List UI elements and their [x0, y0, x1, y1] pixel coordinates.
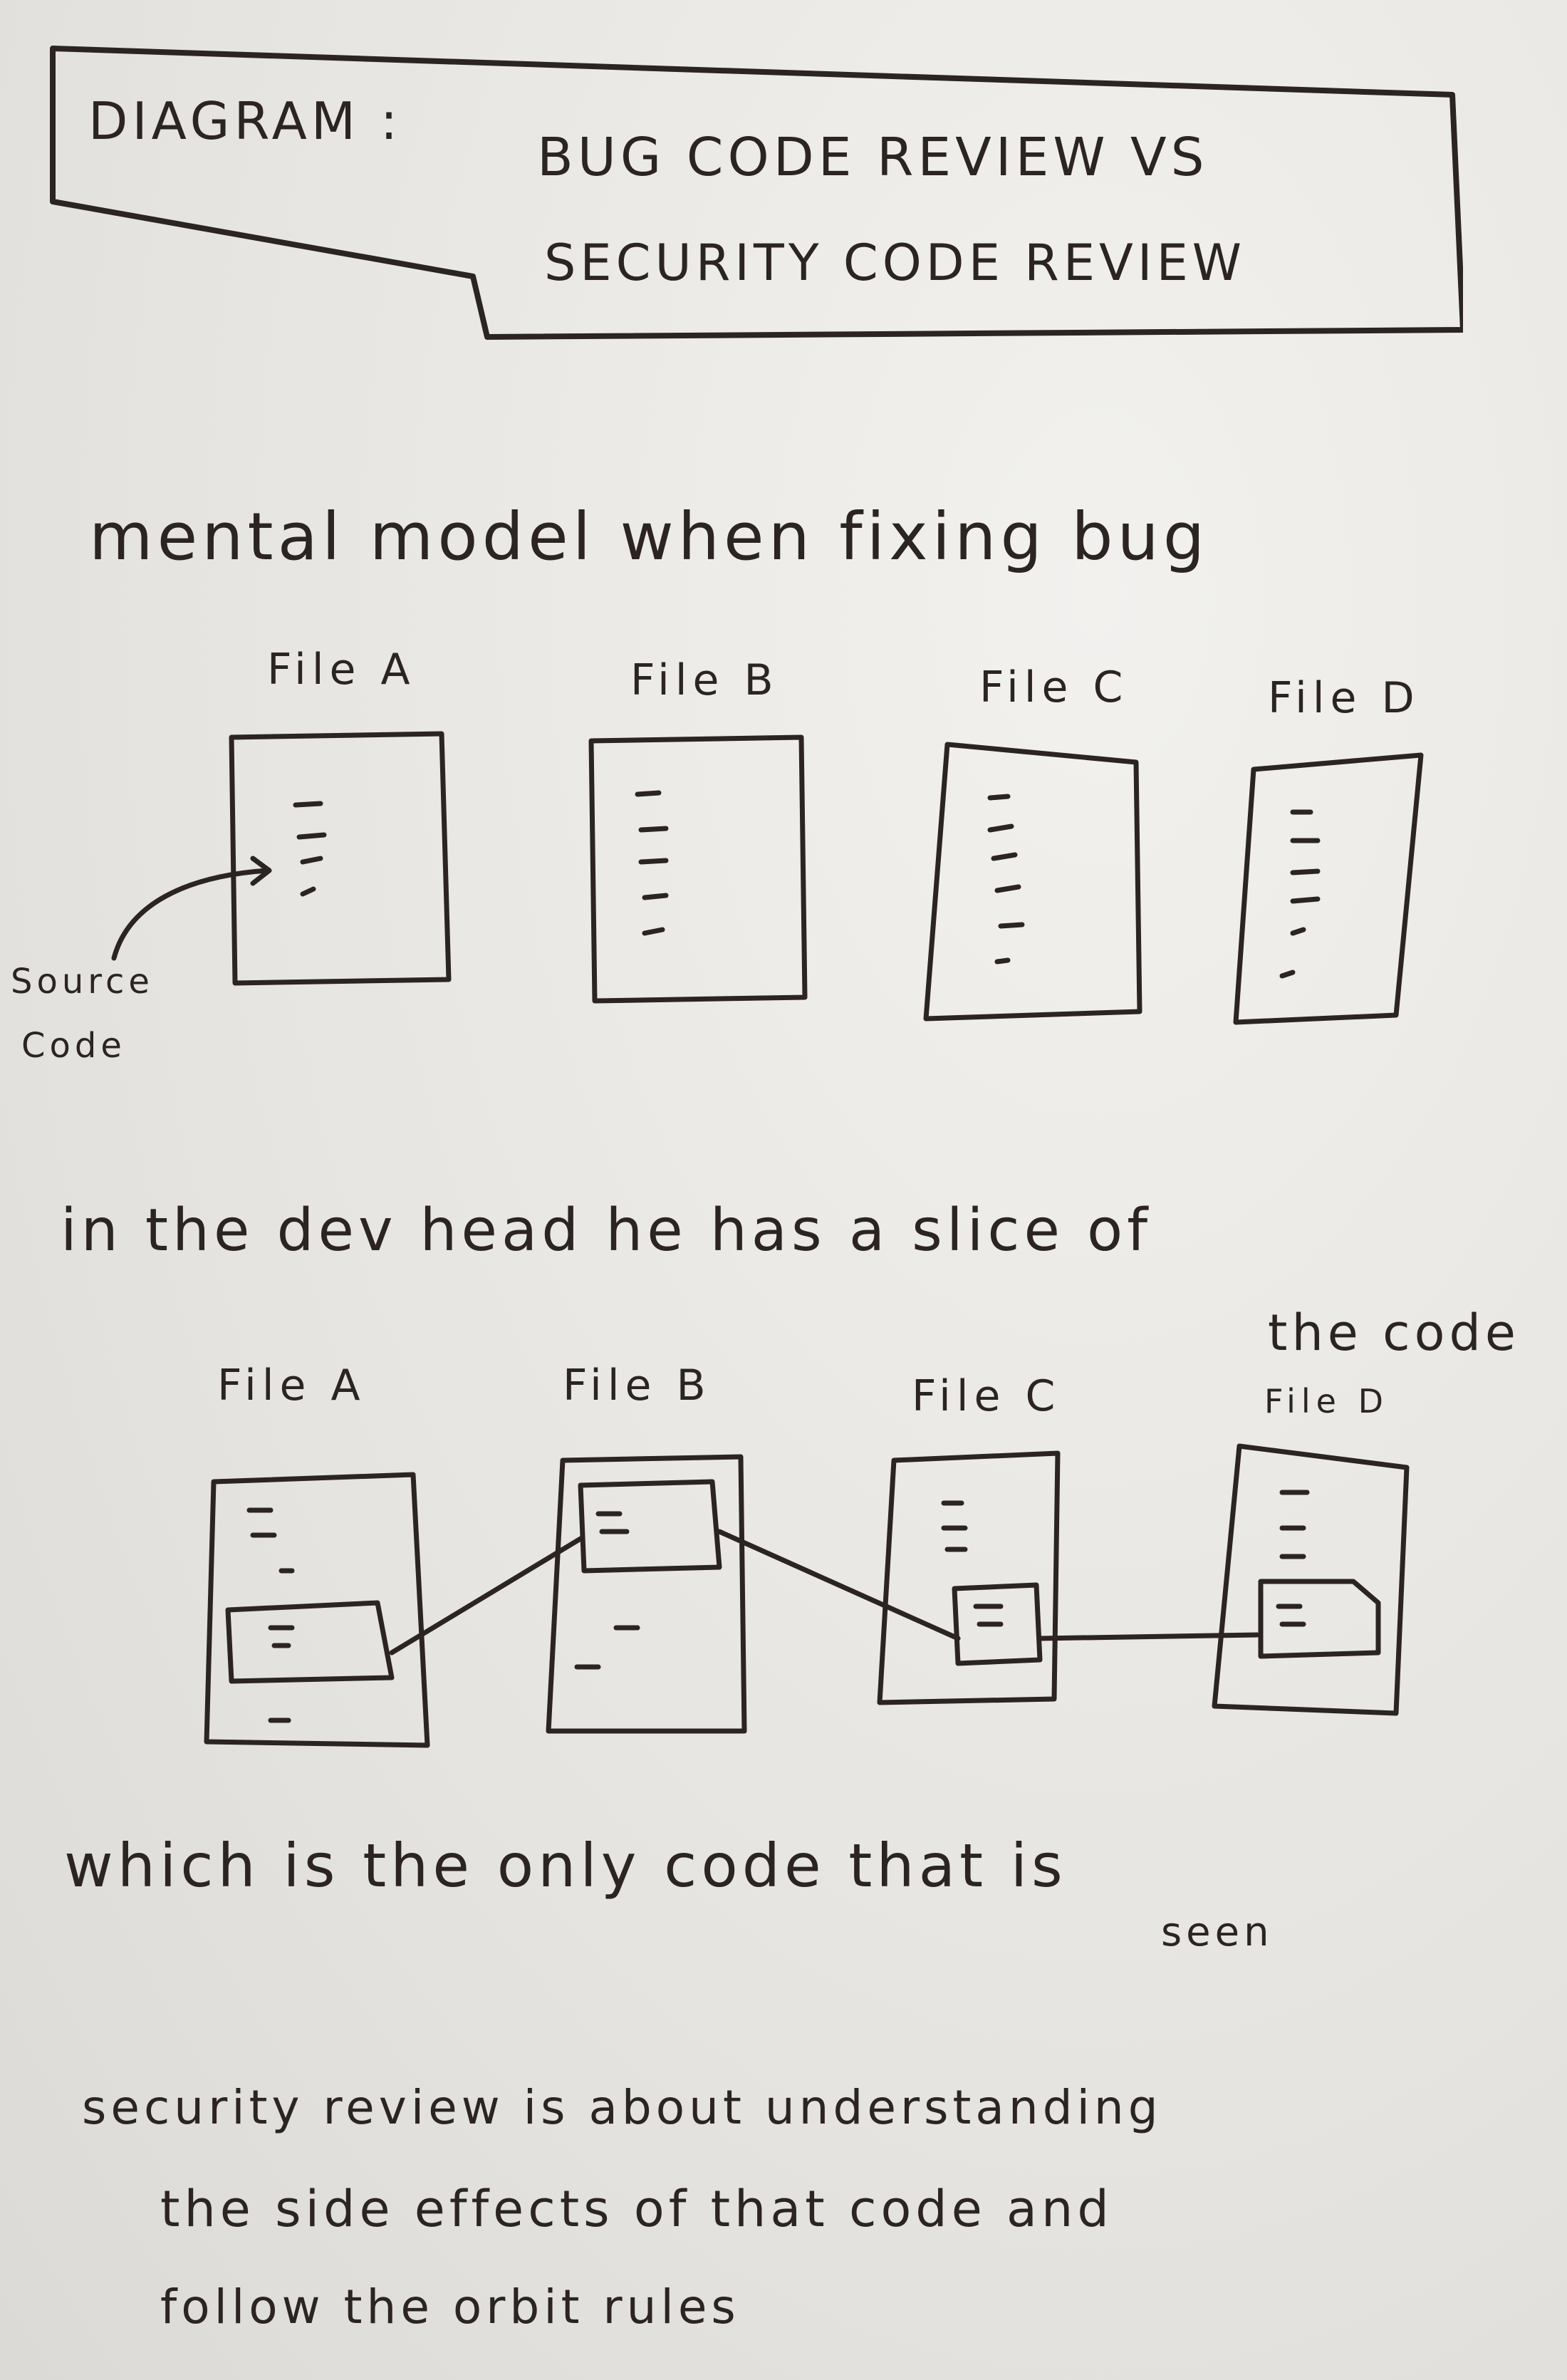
- s2-file-a-doc: [204, 1472, 430, 1748]
- title-line-2: SECURITY CODE REVIEW: [544, 234, 1246, 292]
- s2-file-b-label: File B: [563, 1361, 712, 1410]
- section2-heading-line-1: in the dev head he has a slice of: [61, 1197, 1152, 1264]
- s2-file-c-label: File C: [912, 1371, 1061, 1421]
- connector-c-d: [1037, 1632, 1260, 1641]
- s2-file-b-doc: [546, 1454, 747, 1734]
- section1-heading: mental model when fixing bug: [89, 499, 1209, 575]
- s2-file-a-label: File A: [217, 1361, 366, 1410]
- connector-a-b: [389, 1536, 583, 1656]
- s2-file-d-label: File D: [1264, 1382, 1390, 1420]
- source-code-arrow: [111, 868, 270, 961]
- s2-file-c-doc: [877, 1450, 1061, 1705]
- s1-file-b-doc: [588, 734, 808, 1004]
- source-code-label-2: Code: [21, 1026, 126, 1066]
- title-prefix: DIAGRAM :: [88, 91, 402, 151]
- section4-line-1: security review is about understanding: [82, 2080, 1162, 2135]
- title-box: DIAGRAM : BUG CODE REVIEW VS SECURITY CO…: [46, 41, 1463, 341]
- s1-file-d-doc: [1233, 752, 1424, 1025]
- section3-line-2: seen: [1161, 1909, 1274, 1955]
- s1-file-a-doc: [229, 731, 452, 986]
- title-line-1: BUG CODE REVIEW VS: [537, 127, 1209, 188]
- section4-line-3: follow the orbit rules: [160, 2280, 740, 2334]
- s1-file-c-doc: [923, 742, 1142, 1022]
- section2-heading-line-2: the code: [1268, 1304, 1520, 1362]
- s1-file-a-label: File A: [267, 645, 416, 695]
- connector-b-c: [717, 1529, 961, 1641]
- title-box-outline: [50, 46, 1463, 340]
- s1-file-b-label: File B: [630, 655, 779, 705]
- section3-line-1: which is the only code that is: [64, 1831, 1067, 1901]
- section4-line-2: the side effects of that code and: [160, 2180, 1113, 2238]
- s1-file-c-label: File C: [979, 662, 1129, 712]
- s1-file-d-label: File D: [1268, 673, 1420, 723]
- s2-file-d-doc: [1212, 1443, 1410, 1716]
- source-code-label-1: Source: [11, 962, 154, 1002]
